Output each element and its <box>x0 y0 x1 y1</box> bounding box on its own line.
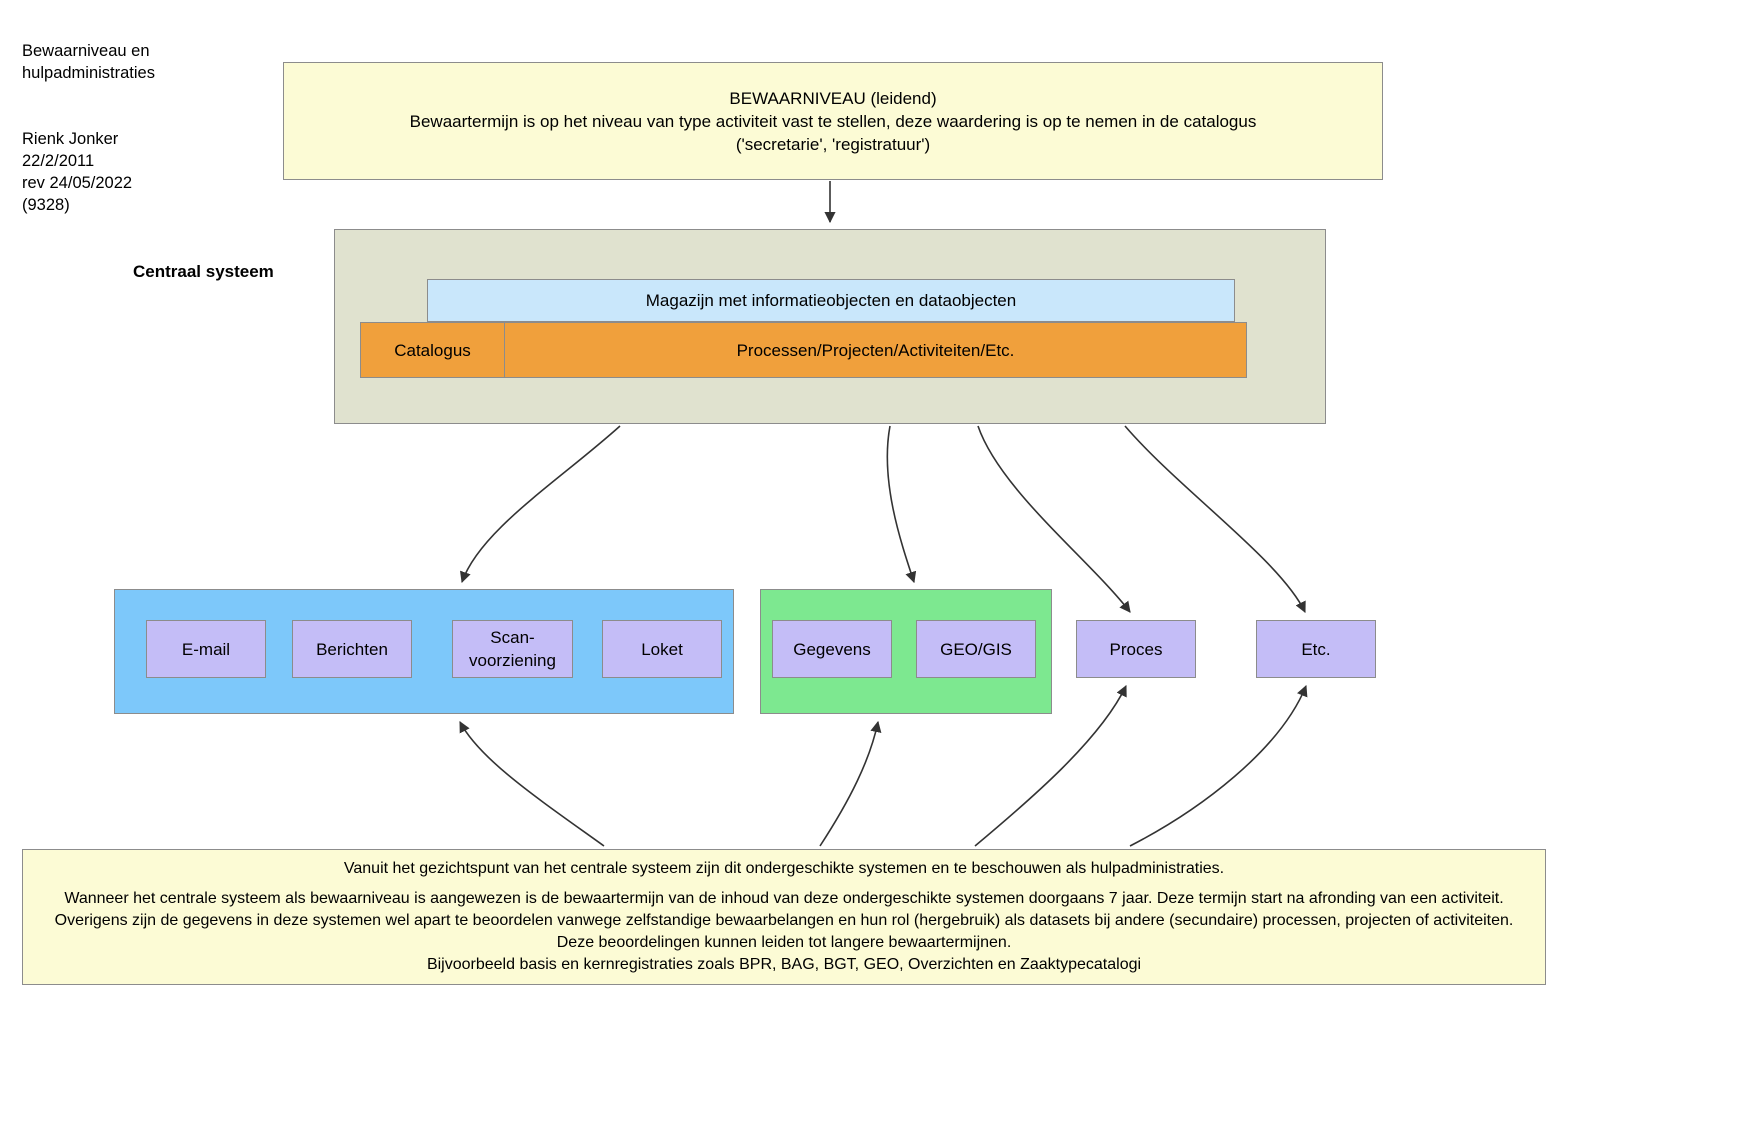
document-meta: Rienk Jonker 22/2/2011 rev 24/05/2022 (9… <box>22 130 133 214</box>
node-loket[interactable]: Loket <box>602 620 722 678</box>
hulpadministraties-note-line2: Wanneer het centrale systeem als bewaarn… <box>64 890 1504 907</box>
edge-central-to-etc <box>1124 425 1306 614</box>
edge-central-to-proces <box>977 425 1131 613</box>
hulpadministraties-note-line5: Bijvoorbeeld basis en kernregistraties z… <box>426 956 1142 973</box>
catalogus-block: Catalogus <box>360 322 505 378</box>
hulpadministraties-note: Vanuit het gezichtspunt van het centrale… <box>22 849 1546 985</box>
node-etc[interactable]: Etc. <box>1256 620 1376 678</box>
magazijn-block: Magazijn met informatieobjecten en datao… <box>427 279 1235 322</box>
edge-central-to-green-group <box>886 425 917 584</box>
node-email[interactable]: E-mail <box>146 620 266 678</box>
hulpadministraties-note-line4: Deze beoordelingen kunnen leiden tot lan… <box>556 934 1012 951</box>
node-berichten[interactable]: Berichten <box>292 620 412 678</box>
edge-bottomnote-to-blue-group <box>459 721 605 847</box>
edge-central-to-blue-group <box>460 425 621 584</box>
processen-block: Processen/Projecten/Activiteiten/Etc. <box>504 322 1247 378</box>
node-geogis[interactable]: GEO/GIS <box>916 620 1036 678</box>
node-scanvoorziening[interactable]: Scan- voorziening <box>452 620 573 678</box>
central-system-label: Centraal systeem <box>133 262 274 281</box>
document-heading: Bewaarniveau en hulpadministraties <box>22 42 155 82</box>
bewaarniveau-note: BEWAARNIVEAU (leidend) Bewaartermijn is … <box>283 62 1383 180</box>
edge-bottomnote-to-green-group <box>819 720 882 847</box>
node-proces[interactable]: Proces <box>1076 620 1196 678</box>
bewaarniveau-note-line1: BEWAARNIVEAU (leidend) <box>729 88 937 108</box>
hulpadministraties-note-line3: Overigens zijn de gegevens in deze syste… <box>54 912 1514 929</box>
edge-bottomnote-to-etc <box>1129 684 1308 847</box>
bewaarniveau-note-line3: ('secretarie', 'registratuur') <box>735 134 931 154</box>
title-block: Bewaarniveau en hulpadministraties Rienk… <box>22 18 322 238</box>
node-gegevens[interactable]: Gegevens <box>772 620 892 678</box>
bewaarniveau-note-line2: Bewaartermijn is op het niveau van type … <box>409 111 1257 131</box>
hulpadministraties-note-line1: Vanuit het gezichtspunt van het centrale… <box>343 860 1225 877</box>
